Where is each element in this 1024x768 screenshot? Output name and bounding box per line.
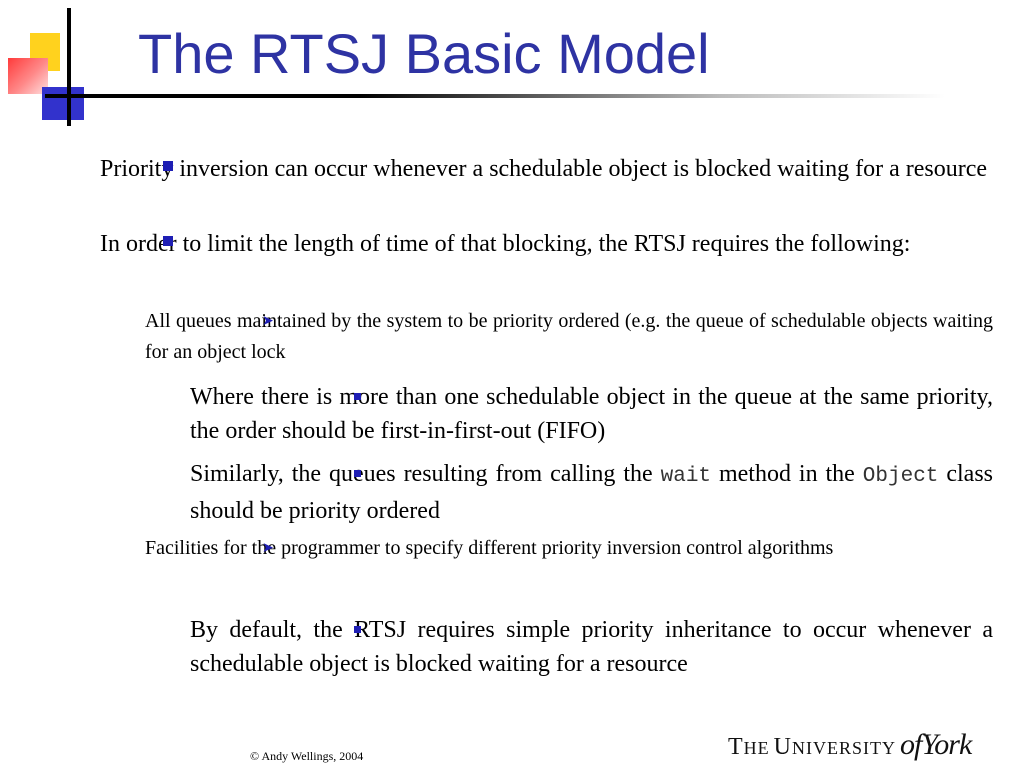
sub-bullet-text: All queues maintained by the system to b…	[145, 310, 993, 363]
sub-sub-bullet-text: Similarly, the queues resulting from cal…	[190, 461, 661, 487]
code-object: Object	[862, 465, 939, 488]
blue-square-decoration	[42, 87, 84, 120]
arrowhead-bullet-icon: ➤	[262, 313, 274, 329]
copyright-footer: © Andy Wellings, 2004	[250, 749, 364, 763]
logo-text: HE	[743, 738, 770, 758]
logo-script-text: of	[900, 728, 922, 761]
sub-sub-bullet-text: By default, the RTSJ requires simple pri…	[190, 617, 993, 677]
bullet-item: In order to limit the length of time of …	[100, 227, 993, 261]
square-bullet-icon	[163, 236, 173, 246]
red-square-decoration	[8, 58, 48, 94]
logo-script-text: York	[921, 728, 972, 761]
logo-text: U	[773, 734, 793, 760]
small-square-bullet-icon	[354, 393, 361, 400]
small-square-bullet-icon	[354, 626, 361, 633]
sub-sub-bullet-item: Where there is more than one schedulable…	[190, 380, 993, 448]
sub-sub-bullet-item: Similarly, the queues resulting from cal…	[190, 457, 993, 528]
sub-sub-bullet-text: Where there is more than one schedulable…	[190, 384, 993, 444]
logo-text: T	[728, 734, 744, 760]
sub-bullet-item: ➤ All queues maintained by the system to…	[145, 306, 993, 368]
vertical-rule	[67, 8, 71, 126]
university-of-york-logo: THE UNIVERSITY ofYork	[728, 728, 972, 762]
sub-sub-bullet-text: method in the	[711, 461, 863, 487]
bullet-item: Priority inversion can occur whenever a …	[100, 152, 993, 186]
slide-title: The RTSJ Basic Model	[138, 22, 710, 85]
small-square-bullet-icon	[354, 470, 361, 477]
square-bullet-icon	[163, 161, 173, 171]
logo-text: NIVERSITY	[792, 738, 897, 758]
bullet-text: In order to limit the length of time of …	[100, 231, 911, 257]
sub-sub-bullet-text: class should be priority ordered	[190, 461, 993, 524]
sub-bullet-text: Facilities for the programmer to specify…	[145, 537, 834, 559]
sub-bullet-item: ➤ Facilities for the programmer to speci…	[145, 533, 993, 564]
code-wait: wait	[660, 465, 712, 488]
sub-sub-bullet-item: By default, the RTSJ requires simple pri…	[190, 613, 993, 681]
arrowhead-bullet-icon: ➤	[262, 540, 274, 556]
title-underline-rule	[45, 94, 945, 98]
bullet-text: Priority inversion can occur whenever a …	[100, 156, 988, 182]
